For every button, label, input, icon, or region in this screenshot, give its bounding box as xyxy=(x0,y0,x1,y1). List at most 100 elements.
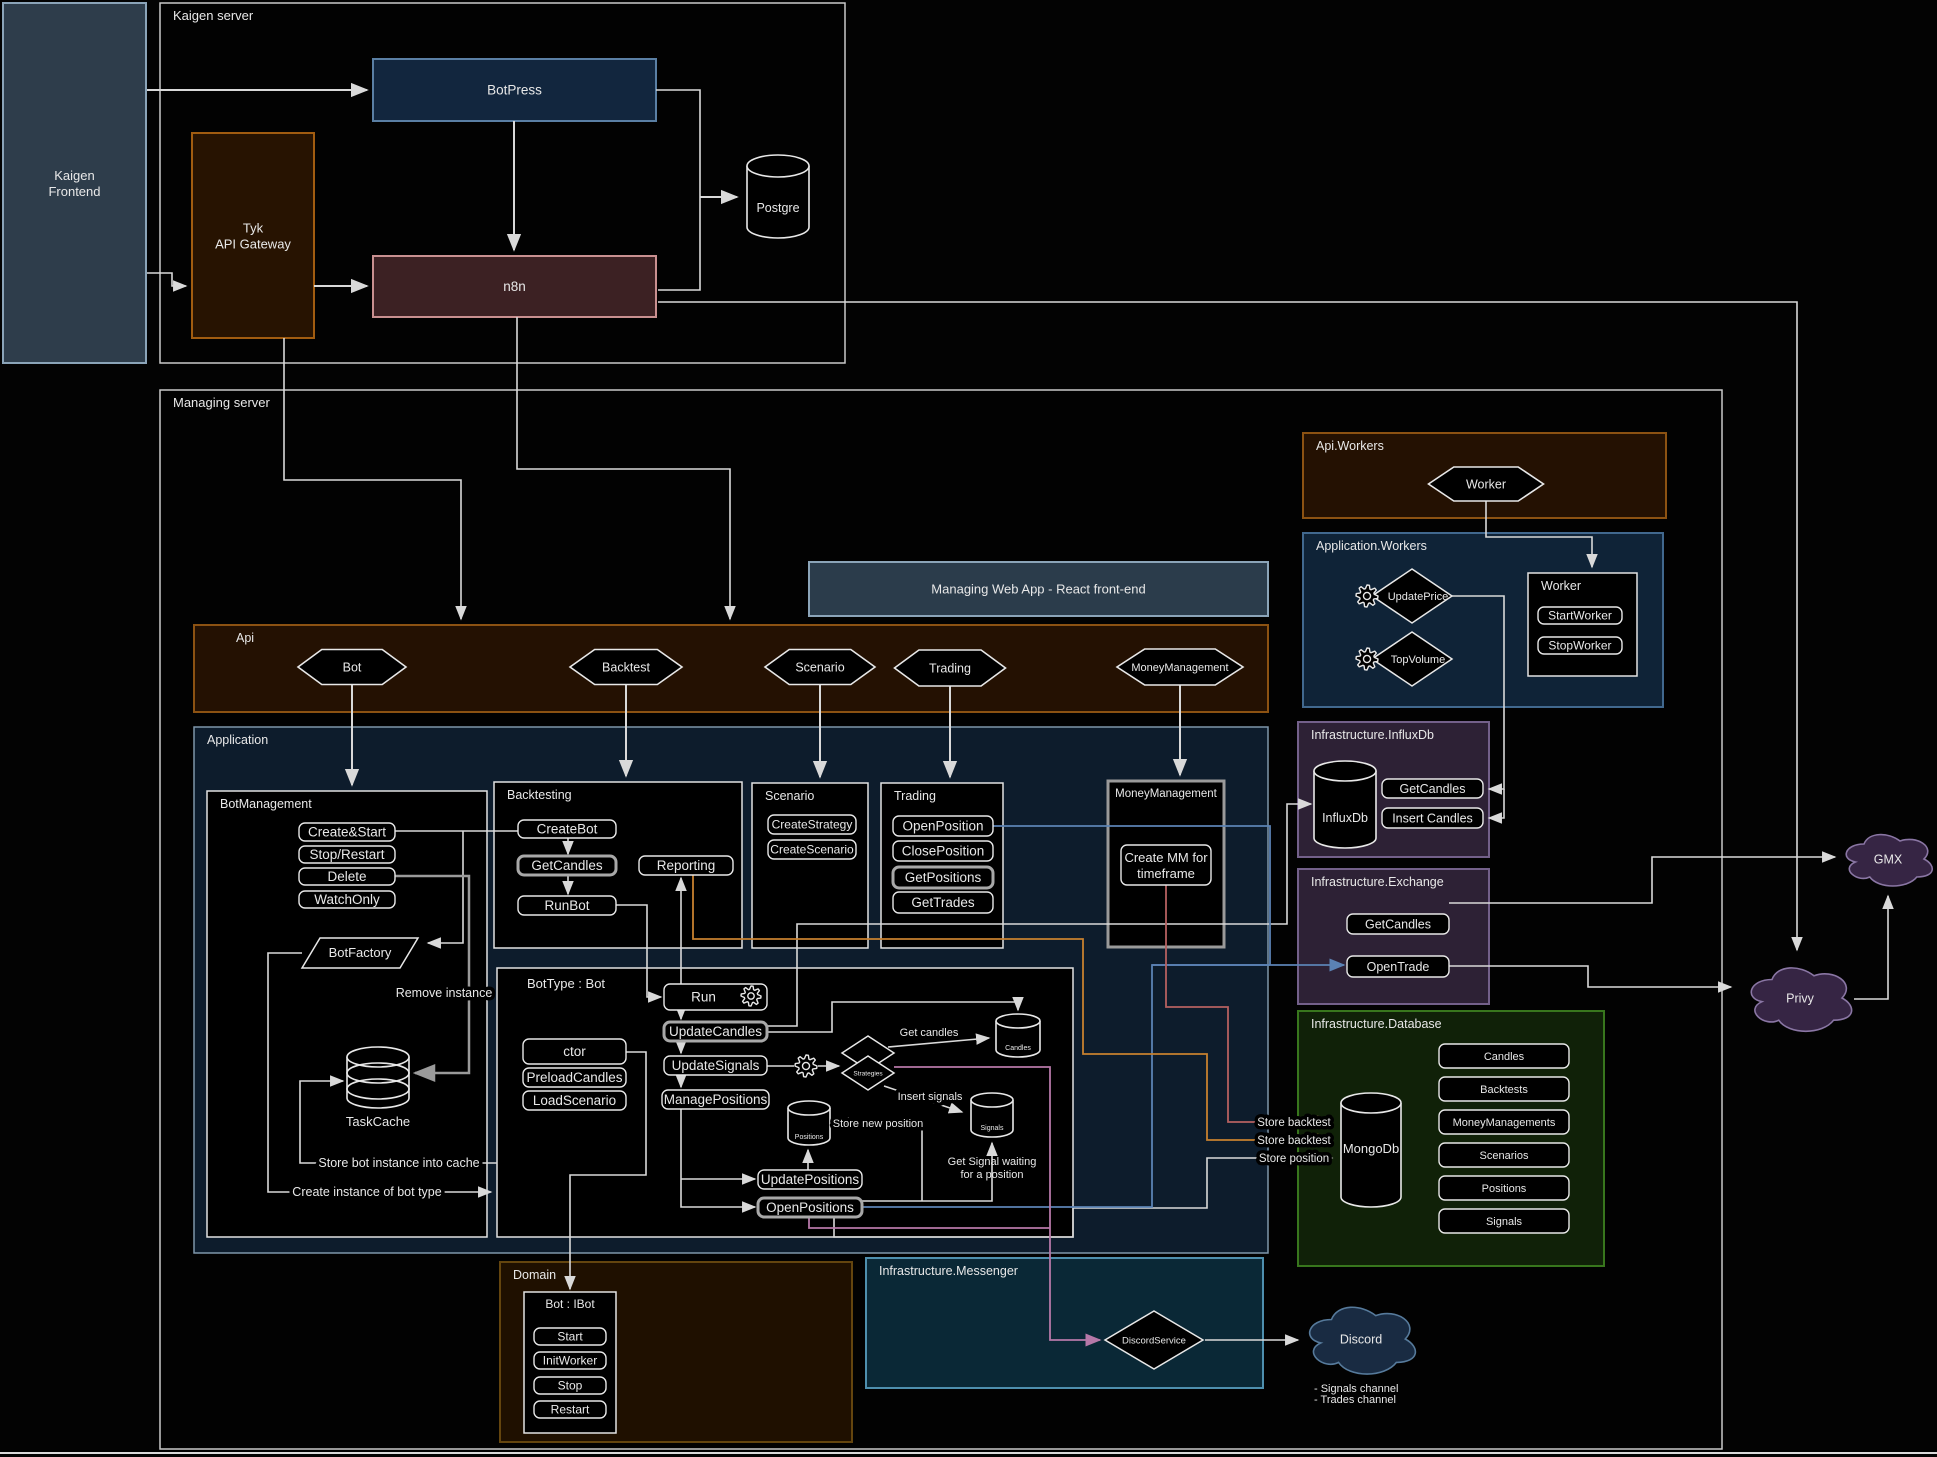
startworker-button[interactable] xyxy=(1537,606,1623,625)
moneymanagements-db-button[interactable] xyxy=(1438,1109,1570,1135)
discordservice-diamond[interactable] xyxy=(1103,1310,1205,1370)
openpositions-button[interactable] xyxy=(756,1196,864,1219)
ctor-button[interactable] xyxy=(522,1038,627,1065)
gmx-cloud-label: GMX xyxy=(1874,853,1903,867)
closeposition-button[interactable] xyxy=(892,840,994,862)
getpositions-button[interactable] xyxy=(891,865,995,890)
openpositions-button-label: OpenPositions xyxy=(766,1200,854,1215)
postgre-db[interactable]: Postgre xyxy=(746,154,810,239)
trades-channel-label: - Trades channel xyxy=(1314,1394,1396,1406)
watchonly-button-label: WatchOnly xyxy=(314,892,380,907)
loadscenario-button[interactable] xyxy=(522,1090,627,1111)
createstrategy-button[interactable] xyxy=(767,814,857,835)
candles-db-button[interactable] xyxy=(1438,1043,1570,1069)
bottype-box-label: BotType : Bot xyxy=(527,976,605,991)
updatecandles-button-label: UpdateCandles xyxy=(669,1024,762,1039)
restart-ibot-button[interactable] xyxy=(533,1400,607,1419)
bot-hexagon[interactable] xyxy=(296,648,408,686)
stopworker-button[interactable] xyxy=(1537,636,1623,655)
bot-hexagon-label: Bot xyxy=(343,660,362,674)
delete-button[interactable] xyxy=(298,867,396,886)
positions-db-button[interactable] xyxy=(1438,1175,1570,1201)
moneymanagement-hexagon[interactable] xyxy=(1115,648,1245,686)
createstrategy-button-label: CreateStrategy xyxy=(772,818,853,832)
edge xyxy=(426,831,464,949)
candles-db[interactable]: Candles xyxy=(995,1013,1041,1058)
positions-db[interactable]: Positions xyxy=(787,1100,831,1146)
managepositions-button[interactable] xyxy=(661,1089,770,1110)
watchonly-button[interactable] xyxy=(298,890,396,909)
worker-hexagon[interactable] xyxy=(1427,466,1545,502)
create-start-button[interactable] xyxy=(298,822,396,842)
botfactory[interactable] xyxy=(300,937,420,969)
preloadcandles-button[interactable] xyxy=(522,1067,627,1088)
ctor-button-label: ctor xyxy=(563,1044,586,1059)
trading-box-label: Trading xyxy=(894,789,936,803)
getcandles-exchange-button[interactable] xyxy=(1346,913,1450,935)
edge xyxy=(267,952,493,1198)
n8n-label: n8n xyxy=(503,279,526,294)
edge xyxy=(395,874,471,1082)
stop-restart-button-label: Stop/Restart xyxy=(309,847,384,862)
store-position-label: Store position xyxy=(1259,1153,1329,1165)
gmx-cloud[interactable] xyxy=(1845,833,1933,887)
createscenario-button[interactable] xyxy=(767,839,857,860)
runbot-button[interactable] xyxy=(517,895,617,916)
get-signal-waiting-label: Get Signal waiting xyxy=(948,1156,1037,1168)
for-a-position-label: for a position xyxy=(961,1169,1024,1181)
privy-cloud[interactable] xyxy=(1750,967,1853,1032)
stop-restart-button[interactable] xyxy=(298,845,396,864)
remove-instance-label: Remove instance xyxy=(396,986,493,1000)
edge xyxy=(894,1066,1102,1347)
edge xyxy=(767,997,1024,1033)
discord-cloud[interactable] xyxy=(1308,1306,1417,1375)
create-mm-button[interactable] xyxy=(1120,844,1212,886)
opentrade-button[interactable] xyxy=(1346,955,1450,978)
taskcache-db[interactable]: TaskCache xyxy=(346,1046,410,1129)
insert-candles-button[interactable] xyxy=(1381,807,1484,829)
mongodb-db[interactable]: MongoDb xyxy=(1340,1092,1402,1208)
updatecandles-button[interactable] xyxy=(662,1020,769,1043)
topvolume-diamond[interactable] xyxy=(1370,631,1454,687)
managing-server-label: Managing server xyxy=(173,395,270,410)
scenario-hexagon[interactable] xyxy=(763,648,877,686)
signals-db[interactable]: Signals xyxy=(970,1092,1014,1138)
candles-db-button-label: Candles xyxy=(1484,1051,1525,1063)
reporting-button[interactable] xyxy=(638,855,734,876)
run-button[interactable] xyxy=(663,983,768,1011)
worker-box-label: Worker xyxy=(1541,579,1581,593)
edge xyxy=(1854,894,1894,1000)
edge xyxy=(516,317,736,621)
topvolume-diamond-label: TopVolume xyxy=(1391,654,1445,666)
createbot-button[interactable] xyxy=(517,819,617,839)
n8n xyxy=(372,255,657,318)
kaigen-server-label: Kaigen server xyxy=(173,8,254,23)
application-workers-label: Application.Workers xyxy=(1316,539,1427,553)
initworker-ibot-button[interactable] xyxy=(533,1351,607,1370)
scenarios-db-button[interactable] xyxy=(1438,1142,1570,1168)
tyk-api-gateway xyxy=(191,132,315,339)
trading-hexagon[interactable] xyxy=(893,649,1007,687)
gettrades-button[interactable] xyxy=(892,891,994,914)
influxdb-db[interactable]: InfluxDb xyxy=(1313,760,1377,849)
getcandles-influx-button[interactable] xyxy=(1381,778,1484,799)
edge xyxy=(883,1085,964,1114)
updatepositions-button[interactable] xyxy=(757,1169,863,1190)
strategies-diamond[interactable] xyxy=(840,1055,896,1091)
insert-signals-label: Insert signals xyxy=(898,1091,963,1103)
start-ibot-button[interactable] xyxy=(533,1327,607,1346)
backtest-hexagon[interactable] xyxy=(568,648,684,686)
create-start-button-label: Create&Start xyxy=(308,825,386,840)
updatesignals-button[interactable] xyxy=(663,1055,768,1076)
getcandles-backtesting-button[interactable] xyxy=(516,854,618,877)
updateprice-diamond[interactable] xyxy=(1370,568,1454,624)
signals-db-button[interactable] xyxy=(1438,1208,1570,1234)
openposition-button[interactable] xyxy=(892,815,994,837)
backtests-db-button[interactable] xyxy=(1438,1076,1570,1102)
mongodb-db-label: MongoDb xyxy=(1343,1141,1399,1156)
store-bot-instance-label: Store bot instance into cache xyxy=(318,1156,479,1170)
stop-ibot-button[interactable] xyxy=(533,1376,607,1395)
kaigen-frontend xyxy=(2,2,147,364)
